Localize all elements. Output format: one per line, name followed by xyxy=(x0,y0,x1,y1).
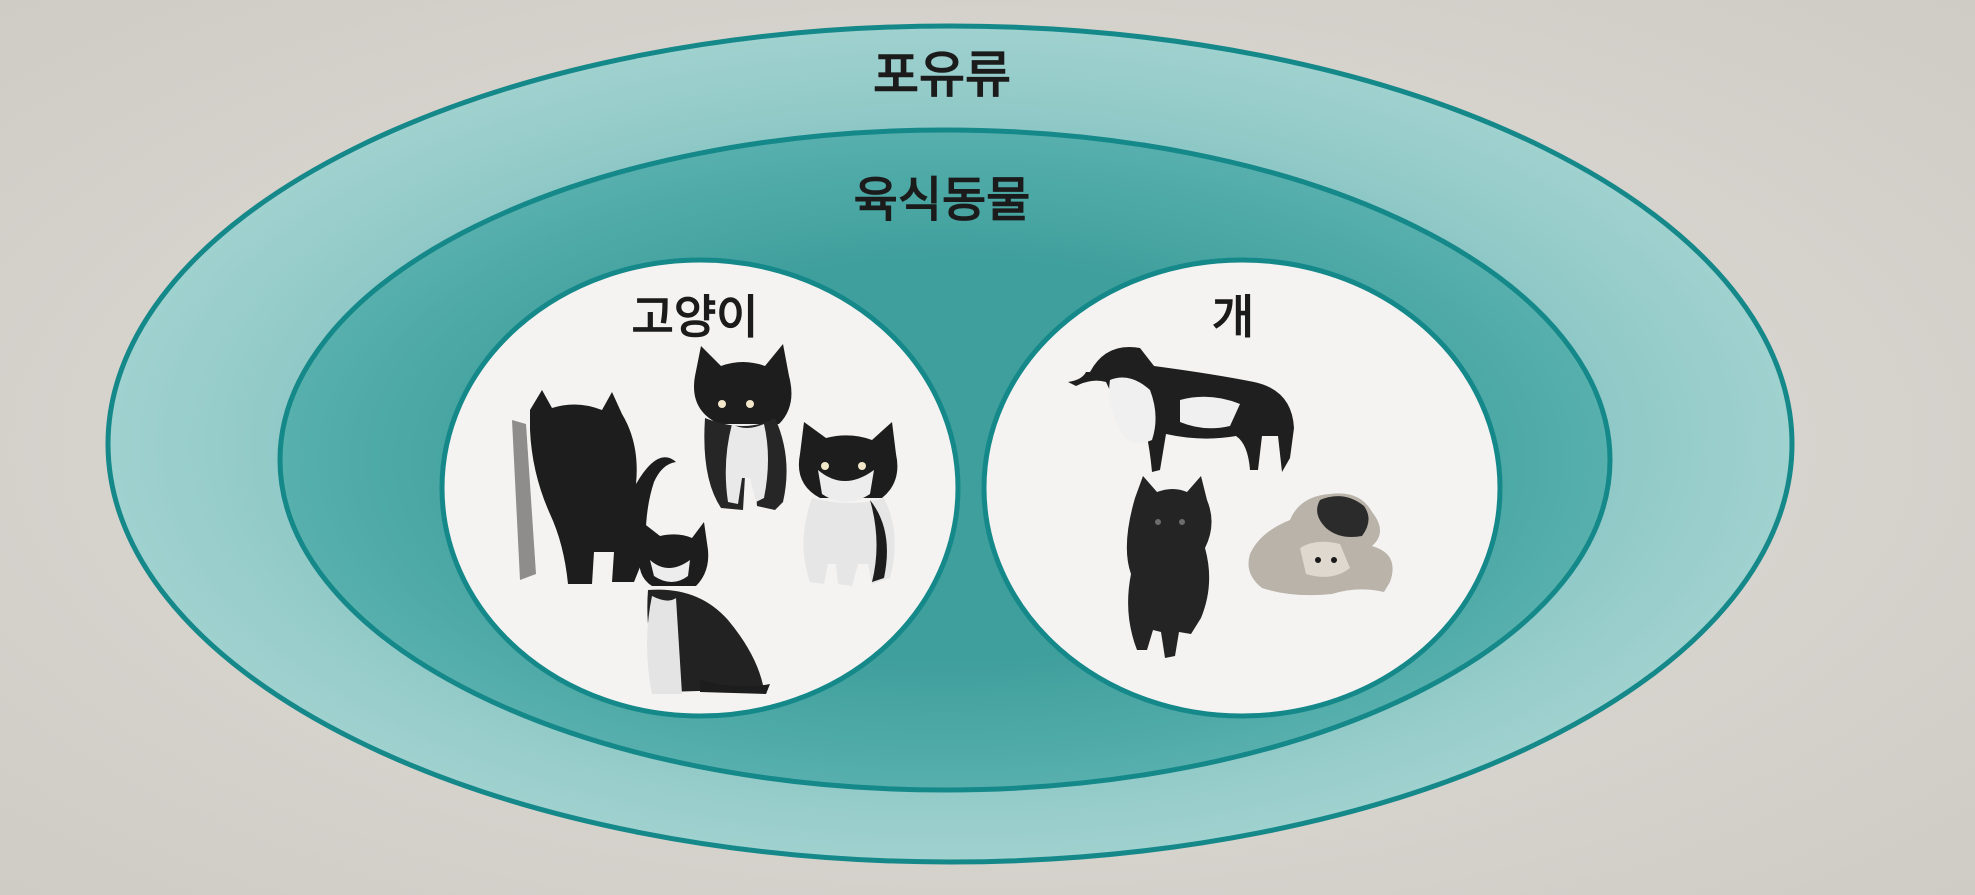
dog-icon xyxy=(1248,493,1393,596)
dog-icon xyxy=(1068,347,1294,472)
cat-label: 고양이 xyxy=(632,290,759,344)
cat-icon xyxy=(512,390,676,584)
carnivore-label: 육식동물 xyxy=(854,172,1031,228)
mammal-label: 포유류 xyxy=(873,46,1011,104)
cat-set-circle xyxy=(439,257,961,719)
dog-label: 개 xyxy=(1212,290,1254,344)
cat-icon xyxy=(639,522,770,694)
cat-icon xyxy=(694,344,792,510)
dog-icon xyxy=(1126,476,1212,658)
cat-icon xyxy=(798,422,898,586)
